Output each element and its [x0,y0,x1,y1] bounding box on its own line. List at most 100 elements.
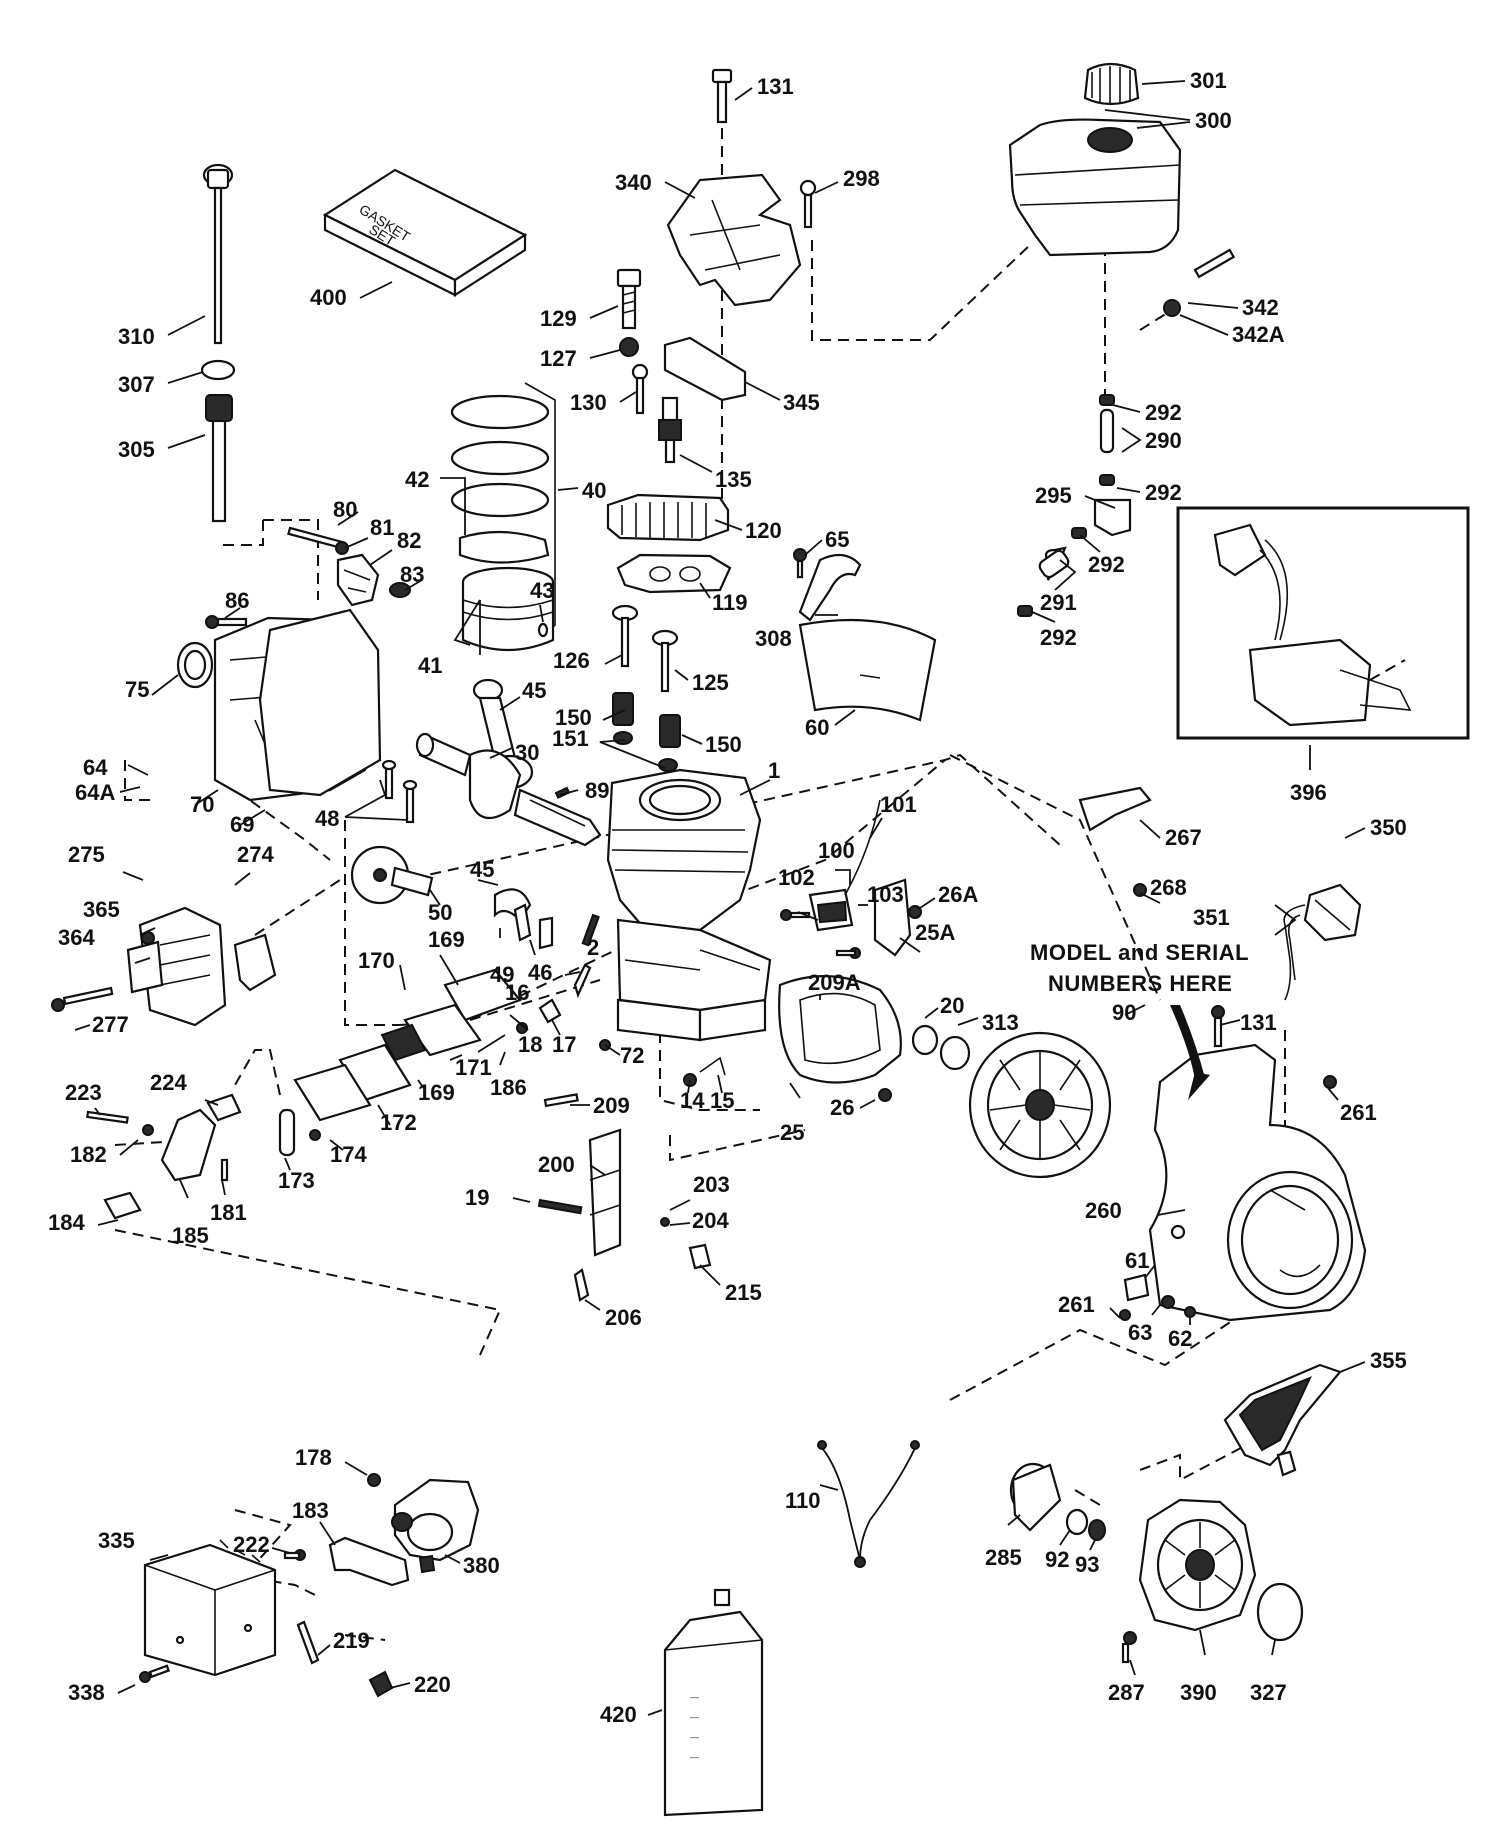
oil-seal-75 [176,641,214,689]
part-label: 355 [1370,1348,1407,1373]
decal-327 [1256,1582,1304,1642]
model-serial-note: MODEL and SERIAL NUMBERS HERE 90 [1030,940,1249,1100]
part-label: 126 [553,648,590,673]
part-label: 338 [68,1680,105,1705]
part-label: 151 [552,726,589,751]
fuel-cap-301 [1083,62,1140,106]
part-label: 287 [1108,1680,1145,1705]
screw-26A [908,905,922,919]
bracket-364 [126,940,164,994]
parts-drawing: GASKET SET [51,62,1470,1817]
part-label: 285 [985,1545,1022,1570]
piston-41 [461,566,555,652]
screw-287 [1121,1631,1137,1664]
part-label: 261 [1340,1100,1377,1125]
part-label: 261 [1058,1292,1095,1317]
part-label: 69 [230,812,254,837]
screw-86 [205,615,248,629]
part-label: 129 [540,306,577,331]
part-label: 172 [380,1110,417,1135]
part-label: 75 [125,677,149,702]
model-serial-arrowhead [1188,1072,1210,1100]
part-label: 267 [1165,825,1202,850]
starter-cup-285 [1009,1462,1062,1532]
shroud-60 [798,618,937,722]
part-label: 274 [237,842,274,867]
part-label: 80 [333,497,357,522]
part-label: 63 [1128,1320,1152,1345]
gasket-274 [233,933,277,992]
primer-line-351 [1283,904,1306,1001]
part-label: 131 [1240,1010,1277,1035]
part-label: 101 [880,792,917,817]
part-label: 310 [118,324,155,349]
part-label: 181 [210,1200,247,1225]
oil-mark-2: — [690,1712,699,1722]
part-label: 30 [515,740,539,765]
part-label: 14 [680,1088,705,1113]
backplate-25 [778,975,902,1084]
part-label: 203 [693,1172,730,1197]
screw-268 [1133,883,1147,897]
part-label: 61 [1125,1248,1149,1273]
part-label: 342 [1242,295,1279,320]
part-label: 119 [712,590,748,615]
part-label: 292 [1040,625,1077,650]
deflector-345 [663,336,747,402]
part-label: 301 [1190,68,1227,93]
part-label: 86 [225,588,249,613]
part-label: 16 [505,980,529,1005]
piston-rings-42 [450,394,550,564]
clip-43 [537,622,549,638]
governor-group [287,526,380,607]
valve-126 [611,604,639,668]
fuel-tank-300 [1008,118,1182,257]
air-cleaner-335 [143,1539,277,1677]
part-label: 48 [315,806,339,831]
model-serial-line2: NUMBERS HERE [1048,971,1232,996]
part-number-labels: 131 301 300 298 340 400 310 342 342A 129… [48,68,1407,1727]
part-label: 15 [710,1088,734,1113]
seal-20 [911,1024,939,1056]
part-label: 215 [725,1280,762,1305]
screw-222 [283,1549,306,1561]
screw-338 [139,1664,171,1683]
part-label: 300 [1195,108,1232,133]
part-label: 291 [1040,590,1077,615]
part-label: 206 [605,1305,642,1330]
part-label: 305 [118,437,155,462]
flywheel-90 [968,1031,1112,1179]
washer-313 [939,1035,971,1071]
camshaft-50 [350,845,434,905]
oil-mark-3: — [690,1732,699,1742]
part-label: 380 [463,1553,500,1578]
model-serial-line1: MODEL and SERIAL [1030,940,1249,965]
part-label: 298 [843,166,880,191]
oil-bottle-420: — — — — [663,1588,764,1817]
part-label: 400 [310,285,347,310]
part-label: 92 [1045,1547,1069,1572]
part-label: 184 [48,1210,85,1235]
part-label: 222 [233,1532,270,1557]
part-label: 342A [1232,322,1285,347]
screw-102 [780,909,811,921]
part-label: 150 [555,705,592,730]
oil-mark-1: — [690,1692,699,1702]
spark-plug-135 [658,396,682,464]
part-label: 20 [940,993,964,1018]
o-ring-307 [200,359,236,381]
part-label: 81 [370,515,394,540]
part-label: 42 [405,467,429,492]
dipstick-310 [202,163,234,345]
screw-65 [793,548,807,579]
starter-handle-355 [1223,1363,1342,1477]
bracket-267 [1078,786,1152,832]
part-label: 183 [292,1498,329,1523]
part-label: 327 [1250,1680,1287,1705]
part-label: 420 [600,1702,637,1727]
tappets-48 [381,759,418,824]
part-label: 25 [780,1120,804,1145]
part-label: 268 [1150,875,1187,900]
gasket-set-box-400: GASKET SET [322,168,528,298]
cylinder-head-120 [606,493,730,542]
